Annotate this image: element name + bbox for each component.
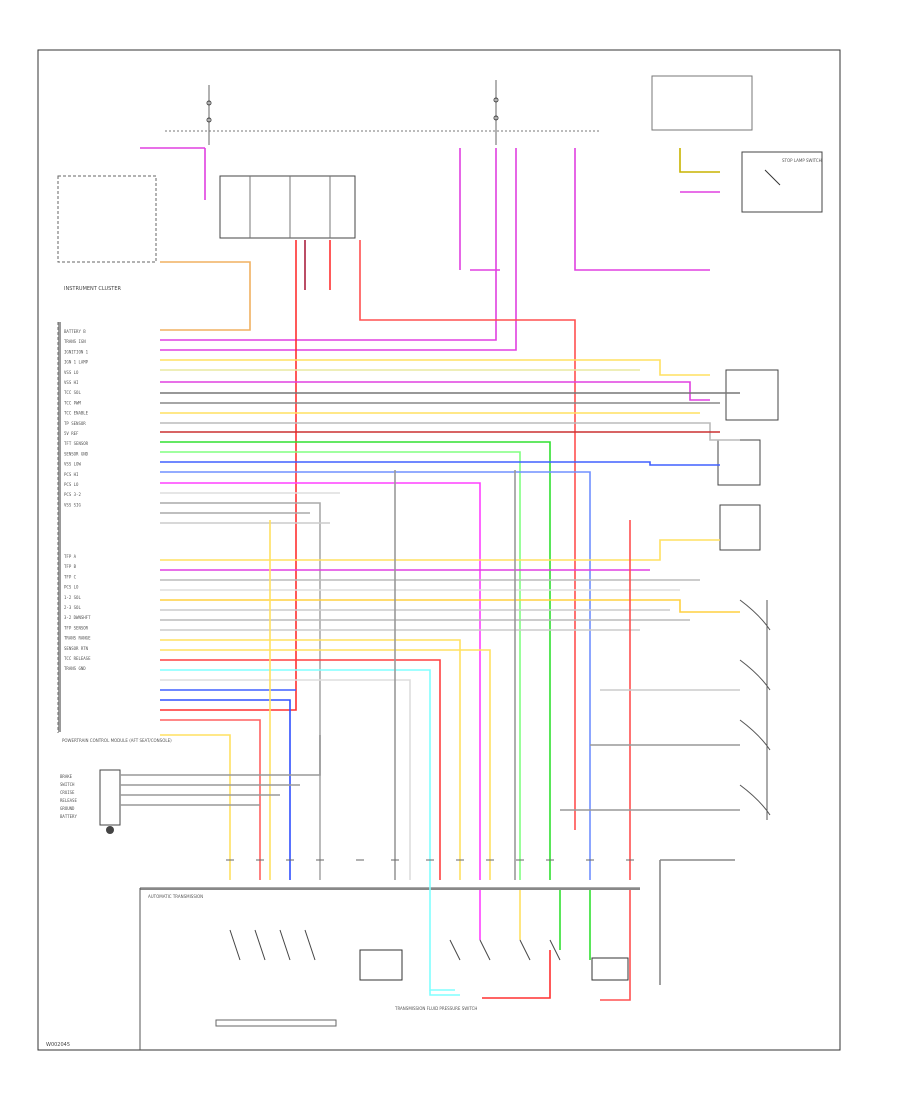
pcm-pin-label: VSS HI xyxy=(64,380,79,385)
pressure-switch-label: TRANSMISSION FLUID PRESSURE SWITCH xyxy=(394,1006,477,1011)
diagram-id: W002045 xyxy=(46,1042,70,1048)
brake-connector-label: RELEASE xyxy=(60,798,77,803)
pcm-pin-label: TCC PWM xyxy=(64,400,81,405)
pcm-pin-label: TFT SENSOR xyxy=(64,441,89,446)
pcm-pin-label: PCS 3-2 xyxy=(64,492,81,497)
switch-base xyxy=(215,1019,337,1027)
pcs-solenoid xyxy=(359,949,403,981)
brake-connector-label: CRUISE xyxy=(60,790,75,795)
diagram-frame xyxy=(37,49,841,1051)
transmission-switches xyxy=(229,929,561,961)
brake-switch-box xyxy=(741,151,823,213)
pcm-pin-label: IGN 1 LAMP xyxy=(64,360,89,365)
pcm-pin-label: PCS LO xyxy=(64,585,79,590)
brake-connector xyxy=(99,769,121,826)
pcm-pin-label: TFP A xyxy=(64,554,77,559)
tps-sensor-box xyxy=(725,369,779,421)
instrument-cluster-label: INSTRUMENT CLUSTER xyxy=(64,286,122,292)
brake-connector-label: SWITCH xyxy=(60,782,75,787)
pcm-pin-label: 3-2 DWNSHFT xyxy=(64,615,91,620)
instrument-cluster-box xyxy=(57,175,157,263)
brake-connector-label: BRAKE xyxy=(60,774,73,779)
pcm-pin-label: VSS LOW xyxy=(64,462,81,467)
pcm-pin-label: 2-3 SOL xyxy=(64,605,81,610)
pcm-pin-label: TRANS RANGE xyxy=(64,636,91,641)
pcm-pin-label: TRANS IGN xyxy=(64,339,86,344)
relay-center-box xyxy=(219,175,356,239)
fuse-block-right xyxy=(493,80,499,145)
fuse-block-left xyxy=(206,85,212,145)
pcm-pin-label: PCS LO xyxy=(64,482,79,487)
pcm-left-edge xyxy=(58,322,61,732)
pcm-pin-label: TRANS GND xyxy=(64,666,86,671)
pcm-pin-label: TFP C xyxy=(64,574,77,579)
tcc-solenoid xyxy=(591,957,629,981)
brake-switch-label: STOP LAMP SWITCH xyxy=(782,158,822,163)
brake-connector-label: BATTERY xyxy=(60,814,77,819)
pcm-pin-label: SENSOR GND xyxy=(64,451,89,456)
range-switch xyxy=(739,599,771,820)
brake-connector-labels: BRAKE SWITCH CRUISE RELEASE GROUND BATTERY xyxy=(60,774,77,819)
ground-symbol xyxy=(106,826,114,834)
pcm-pin-label: TCC ENABLE xyxy=(64,411,89,416)
pcm-pin-label: TCC SOL xyxy=(64,390,81,395)
pcm-pin-label: VSS SIG xyxy=(64,502,81,507)
pcm-pin-label: 1-2 SOL xyxy=(64,595,81,600)
wires xyxy=(120,147,740,1001)
brake-switch-contact xyxy=(764,169,781,186)
pcm-pin-label: BATTERY B xyxy=(64,329,86,334)
pcm-pin-label: TP SENSOR xyxy=(64,421,86,426)
pcm-pin-label: 5V REF xyxy=(64,431,79,436)
pcm-pin-label: PCS HI xyxy=(64,472,79,477)
vss-sensor-box xyxy=(717,439,761,486)
pcm-label: POWERTRAIN CONTROL MODULE (AFT SEAT/CONS… xyxy=(62,738,172,743)
underhood-fuse-box xyxy=(651,75,753,131)
tft-sensor-box xyxy=(719,504,761,551)
pcm-pin-label: TFP B xyxy=(64,564,77,569)
pcm-pin-label: VSS LO xyxy=(64,370,79,375)
pcm-pin-label: TCC RELEASE xyxy=(64,656,91,661)
pcm-pin-label: SENSOR RTN xyxy=(64,646,89,651)
pcm-pin-label: TFP SENSOR xyxy=(64,625,89,630)
pcm-pin-label: IGNITION 1 xyxy=(64,349,89,354)
transmission-label: AUTOMATIC TRANSMISSION xyxy=(148,894,203,899)
pcm-pin-labels: BATTERY B TRANS IGN IGNITION 1 IGN 1 LAMP VS… xyxy=(64,329,91,671)
brake-connector-label: GROUND xyxy=(60,806,75,811)
